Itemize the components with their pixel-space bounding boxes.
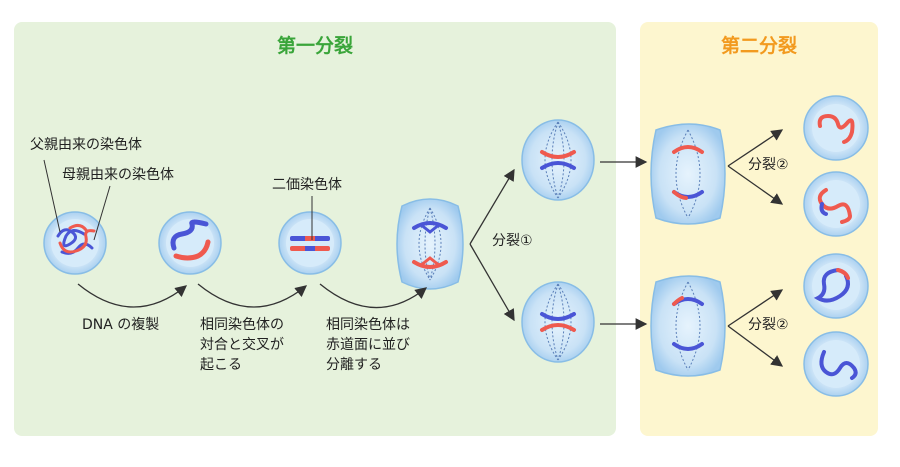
separate-label-line1: 相同染色体は [326, 317, 410, 333]
gamete-3 [803, 253, 869, 319]
leader-lines [43, 159, 313, 241]
dna-replication-label: DNA の複製 [82, 317, 160, 333]
cell-anaphase-2-top [650, 123, 726, 225]
gamete-2 [803, 171, 869, 237]
cell-interphase [43, 211, 107, 275]
cell-daughter-1-top [521, 119, 595, 201]
gamete-4 [803, 331, 869, 397]
bivalent-label: 二価染色体 [272, 177, 342, 193]
cell-replicated [158, 211, 222, 275]
separate-label-line3: 分離する [326, 357, 382, 373]
cell-bivalent [278, 211, 342, 275]
cell-anaphase-2-bottom [650, 275, 726, 377]
separate-label-line2: 赤道面に並び [326, 337, 410, 353]
division2-top-label: 分裂② [748, 157, 789, 173]
pairing-label-line2: 対合と交叉が [200, 337, 284, 353]
pairing-label-line1: 相同染色体の [200, 317, 284, 333]
division2-bottom-label: 分裂② [748, 317, 789, 333]
first-division-title: 第一分裂 [276, 35, 353, 57]
maternal-label: 母親由来の染色体 [62, 167, 174, 183]
cell-daughter-1-bottom [521, 281, 595, 363]
cell-metaphase-1 [396, 198, 464, 290]
second-division-title: 第二分裂 [720, 35, 797, 57]
pairing-label-line3: 起こる [200, 357, 242, 373]
process-arrows [77, 129, 784, 367]
gamete-1 [803, 95, 869, 161]
paternal-label: 父親由来の染色体 [30, 137, 142, 153]
division1-label: 分裂① [492, 233, 533, 249]
